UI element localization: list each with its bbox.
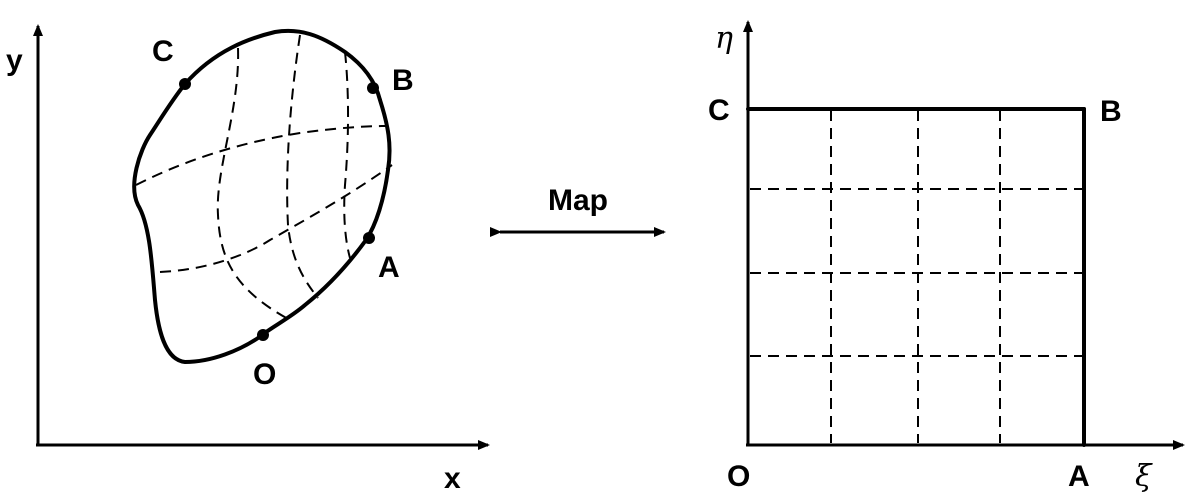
point-C-dot xyxy=(179,78,191,90)
physical-curvilinear-grid xyxy=(135,34,393,321)
point-A-dot xyxy=(363,232,375,244)
physical-point-A-label: A xyxy=(378,251,400,284)
physical-point-C-label: C xyxy=(152,35,174,68)
eta-axis-label: η xyxy=(715,21,733,56)
computational-domain-panel: η ξ C B O A xyxy=(708,20,1185,492)
point-O-dot xyxy=(257,329,269,341)
computational-point-C-label: C xyxy=(708,94,730,127)
computational-point-O-label: O xyxy=(727,460,750,492)
point-B-dot xyxy=(367,82,379,94)
computational-point-A-label: A xyxy=(1068,460,1090,492)
xi-axis-label: ξ xyxy=(1135,459,1153,492)
physical-domain-panel: y x C B A O xyxy=(6,24,490,492)
mapping-indicator: Map xyxy=(490,184,666,237)
computational-point-B-label: B xyxy=(1100,95,1122,128)
computational-uniform-grid xyxy=(750,110,1083,443)
physical-point-O-label: O xyxy=(253,358,276,391)
map-label: Map xyxy=(548,184,608,217)
physical-x-axis-label: x xyxy=(444,462,461,492)
physical-point-B-label: B xyxy=(392,64,414,97)
physical-y-axis-label: y xyxy=(6,44,23,77)
physical-domain-boundary xyxy=(132,28,392,364)
